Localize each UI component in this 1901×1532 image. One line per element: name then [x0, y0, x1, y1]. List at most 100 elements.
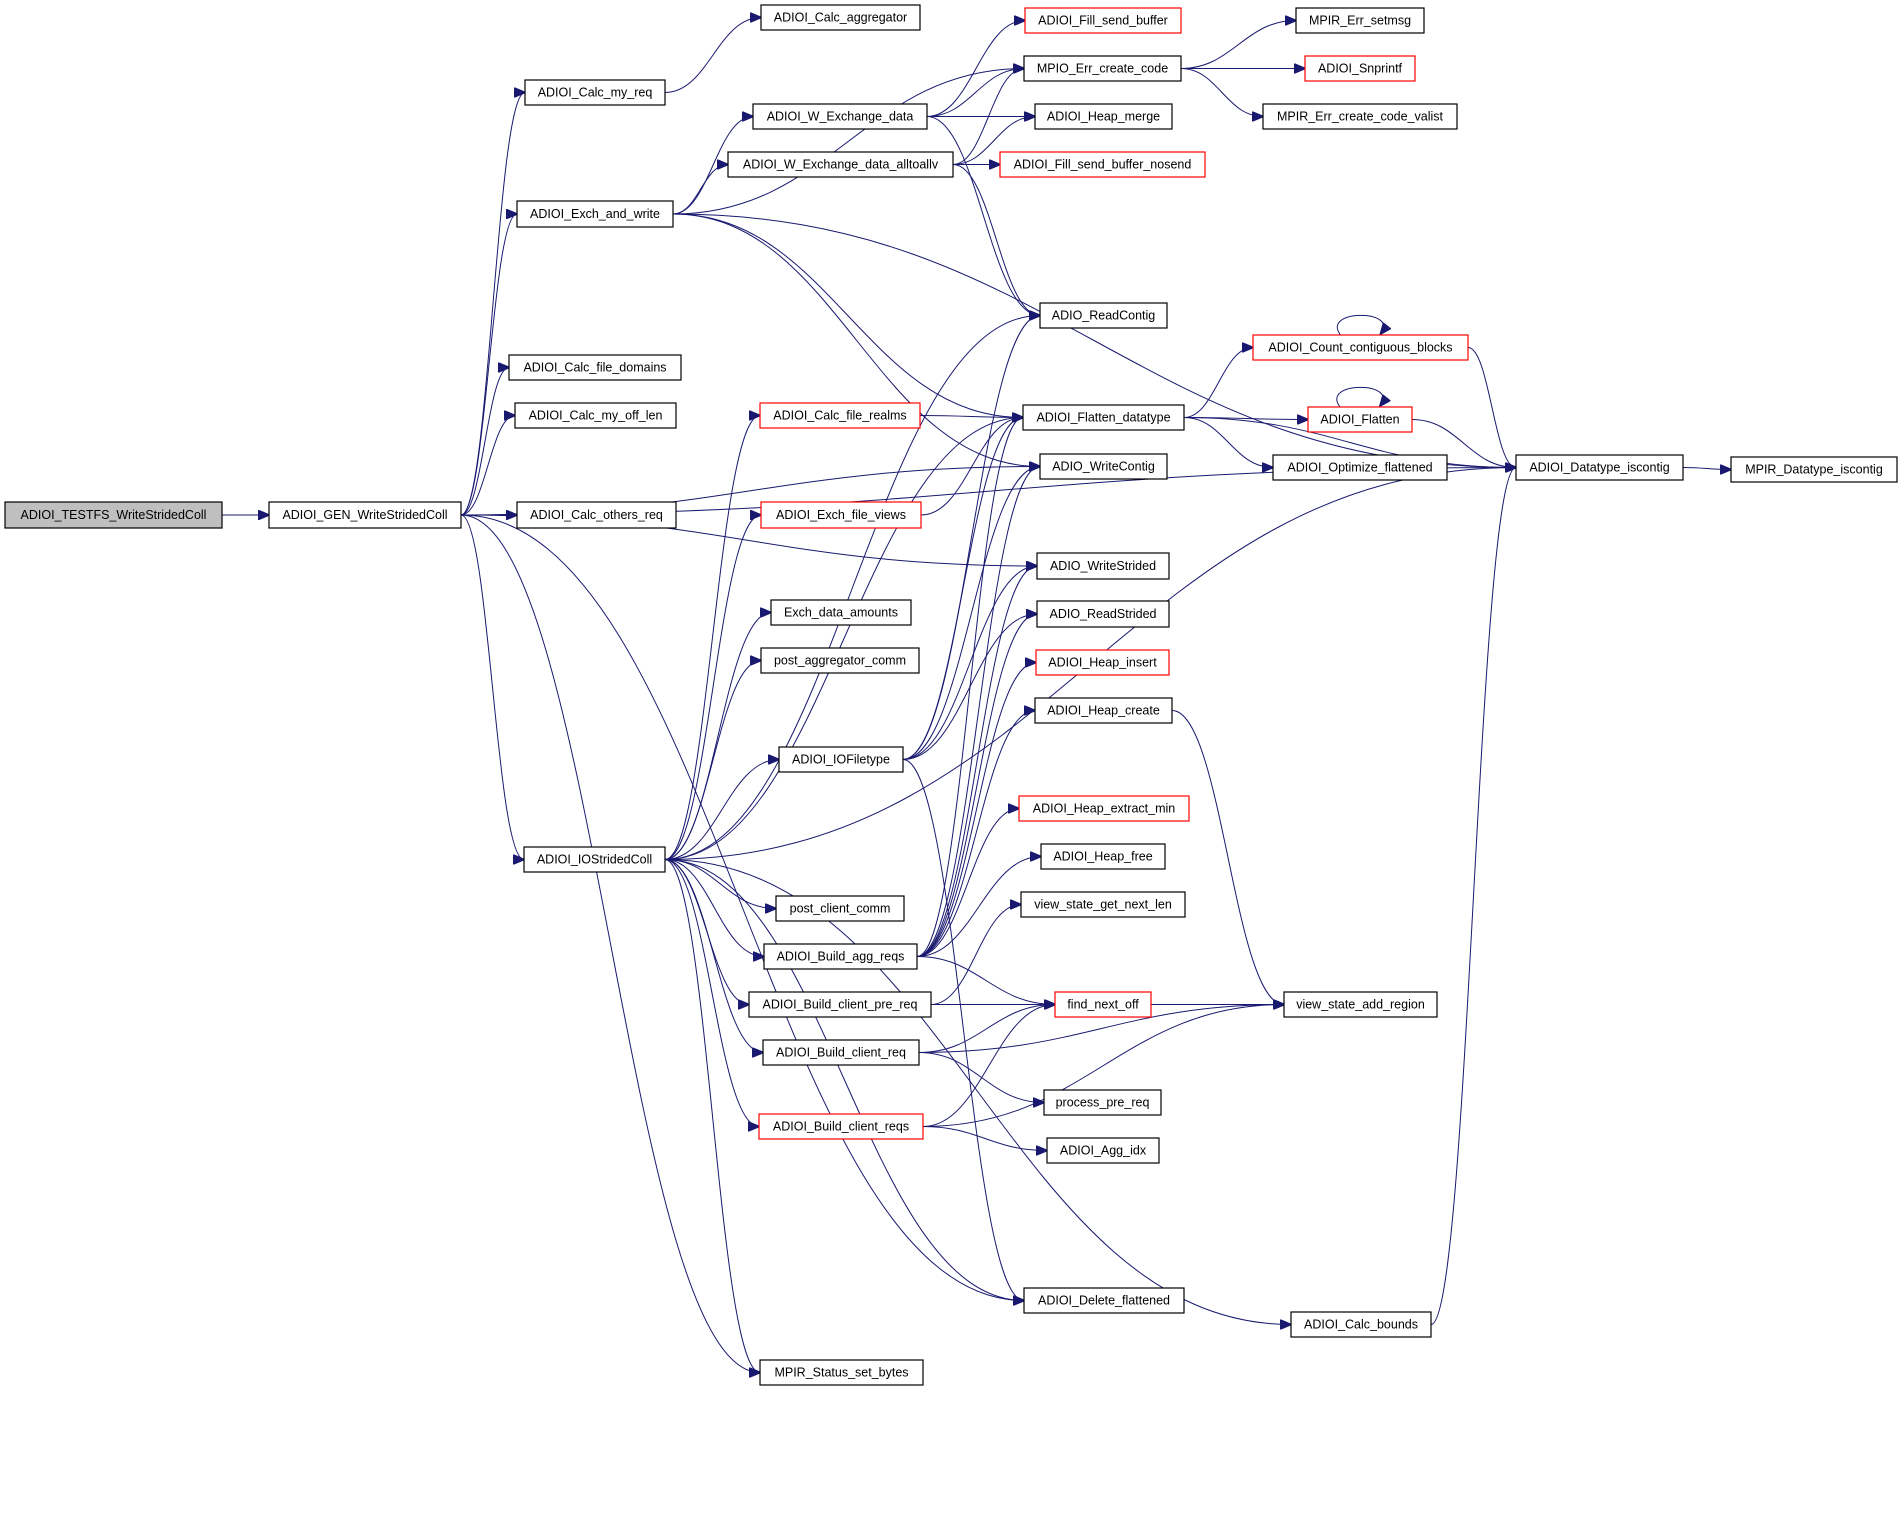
node-box [775, 895, 905, 922]
graph-node-calc-others-req[interactable]: ADIOI_Calc_others_req [516, 501, 677, 529]
graph-node-view-state-add-region[interactable]: view_state_add_region [1283, 991, 1438, 1018]
node-label: MPIR_Datatype_iscontig [1745, 463, 1883, 477]
call-edge [1183, 417, 1273, 468]
graph-node-calc-bounds[interactable]: ADIOI_Calc_bounds [1290, 1311, 1432, 1338]
graph-node-snprintf[interactable]: ADIOI_Snprintf [1304, 55, 1416, 82]
call-edge [916, 566, 1037, 957]
graph-node-mpir-datatype-iscontig[interactable]: MPIR_Datatype_iscontig [1730, 456, 1898, 483]
graph-node-mpir-err-create-code-valist[interactable]: MPIR_Err_create_code_valist [1262, 103, 1458, 130]
call-edge [664, 613, 771, 860]
node-box [1039, 302, 1168, 329]
graph-node-write-contig[interactable]: ADIO_WriteContig [1039, 453, 1168, 480]
graph-node-read-strided[interactable]: ADIO_ReadStrided [1036, 600, 1170, 628]
call-edge [664, 859, 764, 957]
graph-node-fill-send-buffer[interactable]: ADIOI_Fill_send_buffer [1024, 7, 1182, 34]
call-edge [916, 663, 1036, 957]
graph-node-iostridedcoll[interactable]: ADIOI_IOStridedColl [523, 846, 666, 873]
graph-node-heap-extract-min[interactable]: ADIOI_Heap_extract_min [1018, 795, 1190, 822]
graph-node-post-client-comm[interactable]: post_client_comm [775, 895, 905, 922]
graph-node-exch-file-views[interactable]: ADIOI_Exch_file_views [760, 501, 922, 529]
graph-node-w-exchange-alltoallv[interactable]: ADIOI_W_Exchange_data_alltoallv [727, 151, 954, 178]
graph-node-build-client-reqs[interactable]: ADIOI_Build_client_reqs [758, 1113, 924, 1140]
graph-node-heap-merge[interactable]: ADIOI_Heap_merge [1034, 103, 1173, 130]
graph-node-heap-create[interactable]: ADIOI_Heap_create [1034, 697, 1173, 724]
graph-node-datatype-iscontig[interactable]: ADIOI_Datatype_iscontig [1515, 454, 1684, 481]
call-edge [919, 416, 1023, 418]
graph-node-build-agg-reqs[interactable]: ADIOI_Build_agg_reqs [763, 943, 918, 970]
node-label: ADIO_WriteContig [1052, 460, 1155, 474]
node-label: ADIOI_Heap_extract_min [1033, 802, 1175, 816]
call-edge [1171, 710, 1284, 1005]
node-label: ADIOI_Heap_insert [1048, 656, 1157, 670]
call-edge [664, 661, 761, 860]
node-box [1054, 991, 1152, 1018]
node-label: ADIOI_Calc_file_realms [773, 409, 906, 423]
graph-node-calc-aggregator[interactable]: ADIOI_Calc_aggregator [760, 4, 921, 31]
graph-node-find-next-off[interactable]: find_next_off [1054, 991, 1152, 1018]
graph-node-build-client-req[interactable]: ADIOI_Build_client_req [762, 1039, 920, 1066]
node-label: ADIOI_Flatten_datatype [1036, 411, 1170, 425]
call-edge [460, 514, 524, 860]
graph-node-calc-my-req[interactable]: ADIOI_Calc_my_req [524, 79, 666, 106]
node-label: ADIOI_Count_contiguous_blocks [1268, 341, 1452, 355]
node-box [760, 501, 922, 529]
call-edge [672, 165, 728, 215]
node-label: ADIOI_Calc_bounds [1304, 1318, 1418, 1332]
node-box [760, 4, 921, 31]
graph-node-flatten-datatype[interactable]: ADIOI_Flatten_datatype [1022, 404, 1185, 431]
call-edge [922, 1005, 1055, 1127]
node-label: ADIOI_IOFiletype [792, 753, 890, 767]
graph-node-mpio-err-create-code[interactable]: MPIO_Err_create_code [1023, 55, 1182, 82]
call-edge [926, 21, 1025, 117]
graph-node-mpir-err-setmsg[interactable]: MPIR_Err_setmsg [1295, 7, 1425, 34]
node-box [514, 402, 677, 429]
graph-node-calc-my-off-len[interactable]: ADIOI_Calc_my_off_len [514, 402, 677, 429]
node-box [1304, 55, 1416, 82]
graph-node-exch-and-write[interactable]: ADIOI_Exch_and_write [516, 200, 674, 228]
node-label: post_client_comm [790, 902, 891, 916]
graph-node-iofiletype[interactable]: ADIOI_IOFiletype [778, 746, 904, 773]
graph-node-fill-send-buffer-nosend[interactable]: ADIOI_Fill_send_buffer_nosend [999, 151, 1206, 178]
call-edge [916, 956, 1055, 1005]
node-label: MPIO_Err_create_code [1037, 62, 1168, 76]
node-label: view_state_add_region [1296, 998, 1425, 1012]
call-edge [922, 1126, 1047, 1151]
graph-node-post-aggregator-comm[interactable]: post_aggregator_comm [760, 647, 920, 674]
graph-node-view-state-get-next-len[interactable]: view_state_get_next_len [1020, 891, 1186, 918]
graph-node-process-pre-req[interactable]: process_pre_req [1043, 1089, 1162, 1116]
graph-node-heap-free[interactable]: ADIOI_Heap_free [1040, 843, 1166, 870]
node-label: ADIOI_Calc_my_req [538, 86, 653, 100]
graph-node-exch-data-amounts[interactable]: Exch_data_amounts [770, 599, 912, 626]
graph-node-build-client-pre-req[interactable]: ADIOI_Build_client_pre_req [748, 991, 932, 1018]
call-edge [1183, 348, 1253, 418]
graph-node-heap-insert[interactable]: ADIOI_Heap_insert [1035, 649, 1170, 676]
call-edge [902, 418, 1023, 760]
node-label: ADIOI_W_Exchange_data [767, 110, 914, 124]
node-label: ADIOI_W_Exchange_data_alltoallv [743, 158, 939, 172]
graph-node-read-contig[interactable]: ADIO_ReadContig [1039, 302, 1168, 329]
call-edge [664, 760, 779, 860]
graph-node-calc-file-domains[interactable]: ADIOI_Calc_file_domains [508, 354, 682, 381]
call-edge [902, 759, 1024, 1301]
graph-node-w-exchange-data[interactable]: ADIOI_W_Exchange_data [752, 103, 928, 130]
call-edge [460, 368, 509, 516]
graph-node-flatten[interactable]: ADIOI_Flatten [1307, 406, 1413, 433]
graph-node-gen[interactable]: ADIOI_GEN_WriteStridedColl [268, 501, 462, 529]
call-edge [952, 117, 1035, 165]
graph-node-optimize-flattened[interactable]: ADIOI_Optimize_flattened [1272, 454, 1448, 481]
graph-node-mpir-status-set-bytes[interactable]: MPIR_Status_set_bytes [759, 1359, 924, 1386]
node-box [759, 1359, 924, 1386]
graph-node-agg-idx[interactable]: ADIOI_Agg_idx [1046, 1137, 1160, 1164]
call-edge [952, 69, 1024, 165]
node-box [770, 599, 912, 626]
graph-node-delete-flattened[interactable]: ADIOI_Delete_flattened [1023, 1287, 1185, 1314]
call-edge [926, 69, 1024, 117]
node-box [1036, 552, 1170, 580]
node-label: ADIOI_Calc_file_domains [523, 361, 666, 375]
call-edge [916, 614, 1037, 957]
graph-node-calc-file-realms[interactable]: ADIOI_Calc_file_realms [759, 402, 921, 429]
graph-node-count-contiguous-blocks[interactable]: ADIOI_Count_contiguous_blocks [1252, 334, 1469, 361]
graph-node-write-strided[interactable]: ADIO_WriteStrided [1036, 552, 1170, 580]
node-label: ADIOI_Optimize_flattened [1287, 461, 1432, 475]
